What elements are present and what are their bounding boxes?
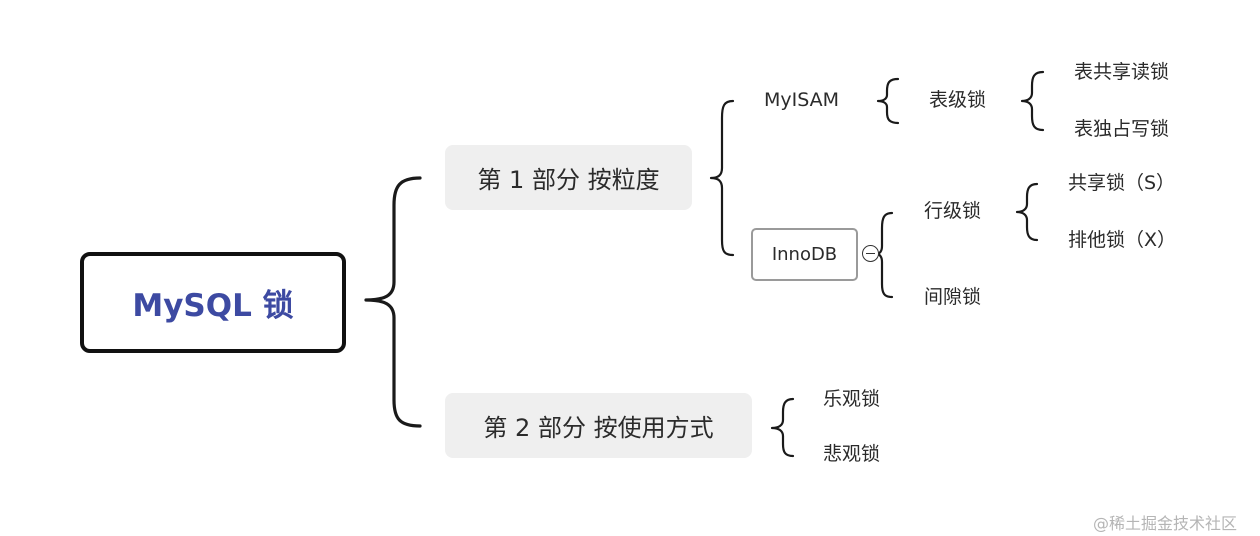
node-table-read-lock-label: 表共享读锁 (1074, 61, 1170, 83)
node-row-lock[interactable]: 行级锁 (924, 202, 981, 221)
node-exclusive-lock-label: 排他锁（X） (1068, 229, 1177, 251)
node-innodb-label: InnoDB (771, 244, 838, 265)
root-brace (364, 176, 422, 428)
node-myisam[interactable]: MyISAM (764, 91, 839, 110)
branch2-brace (770, 397, 795, 458)
node-shared-lock[interactable]: 共享锁（S） (1068, 174, 1175, 193)
node-pessimistic-lock[interactable]: 悲观锁 (823, 445, 880, 464)
node-shared-lock-label: 共享锁（S） (1068, 172, 1176, 194)
node-gap-lock[interactable]: 间隙锁 (924, 288, 981, 307)
root-label: MySQL 锁 (132, 288, 294, 324)
watermark: @稀土掘金技术社区 (1093, 510, 1237, 534)
node-optimistic-lock-label: 乐观锁 (823, 388, 881, 410)
node-innodb[interactable]: InnoDB (751, 228, 858, 281)
node-row-lock-label: 行级锁 (924, 200, 982, 222)
node-table-lock[interactable]: 表级锁 (929, 91, 986, 110)
watermark-label: @稀土掘金技术社区 (1093, 514, 1238, 533)
node-table-lock-label: 表级锁 (929, 89, 987, 111)
root-node[interactable]: MySQL 锁 (80, 252, 346, 353)
branch1-brace (709, 99, 735, 257)
table-lock-brace (1020, 70, 1045, 132)
node-gap-lock-label: 间隙锁 (924, 286, 982, 308)
collapse-toggle-icon[interactable] (862, 245, 879, 262)
node-table-write-lock[interactable]: 表独占写锁 (1074, 120, 1169, 139)
node-table-write-lock-label: 表独占写锁 (1074, 118, 1170, 140)
node-exclusive-lock[interactable]: 排他锁（X） (1068, 231, 1176, 250)
node-table-read-lock[interactable]: 表共享读锁 (1074, 63, 1169, 82)
branch-usage[interactable]: 第 2 部分 按使用方式 (445, 393, 752, 458)
myisam-brace (876, 77, 900, 125)
node-myisam-label: MyISAM (764, 89, 840, 111)
row-lock-brace (1015, 182, 1039, 242)
node-pessimistic-lock-label: 悲观锁 (823, 443, 881, 465)
branch-granularity-label: 第 1 部分 按粒度 (477, 166, 660, 194)
node-optimistic-lock[interactable]: 乐观锁 (823, 390, 880, 409)
branch-granularity[interactable]: 第 1 部分 按粒度 (445, 145, 692, 210)
branch-usage-label: 第 2 部分 按使用方式 (483, 414, 714, 442)
